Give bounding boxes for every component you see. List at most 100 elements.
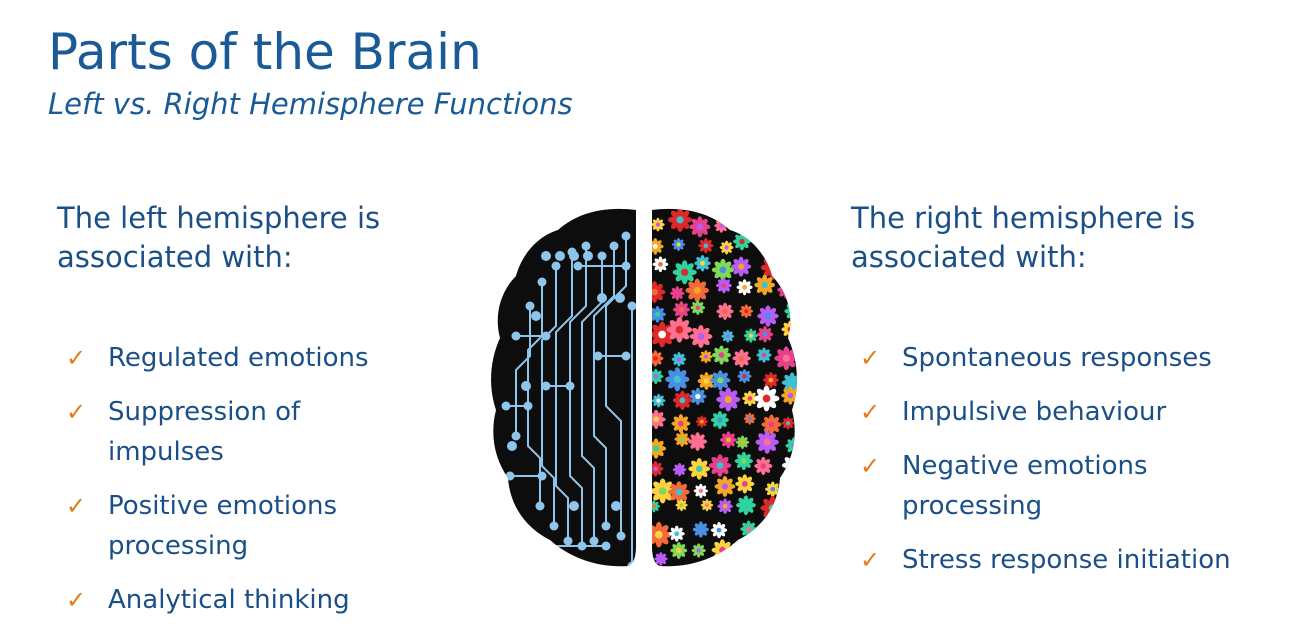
flower-icon (652, 393, 666, 408)
circuit-pattern (501, 231, 636, 567)
flower-icon (699, 350, 713, 364)
flower-icon (671, 237, 686, 252)
circuit-node (597, 251, 607, 261)
flower-icon (719, 431, 737, 449)
circuit-node (549, 521, 559, 531)
list-item-label: Suppression of impulses (108, 397, 301, 467)
circuit-node (565, 381, 575, 391)
brain-illustration-icon (491, 208, 797, 567)
circuit-node (581, 241, 591, 251)
checkmark-icon: ✓ (860, 452, 881, 480)
flower-icon (777, 280, 795, 299)
circuit-node (573, 261, 583, 271)
flower-icon (691, 543, 706, 558)
circuit-trace (515, 306, 531, 436)
flower-icon (730, 256, 752, 277)
flower-icon (671, 352, 687, 367)
flower-icon (732, 349, 751, 368)
flower-icon (717, 498, 733, 514)
flower-icon (652, 461, 664, 477)
flower-icon (735, 435, 750, 450)
flower-icon (693, 483, 709, 499)
circuit-node (523, 401, 533, 411)
flower-icon (652, 368, 664, 385)
slide-title: Parts of the Brain (48, 23, 482, 81)
flower-icon (671, 414, 691, 434)
flower-icon (743, 328, 758, 343)
flower-icon (700, 498, 714, 512)
right-hemisphere-list: ✓Spontaneous responses ✓Impulsive behavi… (860, 338, 1260, 594)
circuit-node (541, 251, 551, 261)
flower-icon (670, 541, 688, 560)
flower-icon (782, 548, 797, 563)
checkmark-icon: ✓ (66, 398, 87, 426)
flower-icon (668, 481, 690, 503)
checkmark-icon: ✓ (860, 344, 881, 372)
flower-icon (774, 346, 797, 371)
flower-icon (668, 525, 685, 542)
flower-icon (754, 274, 776, 296)
flower-icon (652, 306, 666, 323)
flower-icon (742, 390, 758, 407)
flower-icon (730, 208, 756, 233)
flower-icon (652, 238, 664, 255)
flower-icon (711, 258, 735, 282)
circuit-node (593, 351, 603, 361)
flower-icon (760, 221, 775, 236)
circuit-trace (541, 266, 557, 526)
flower-icon (714, 476, 736, 497)
circuit-node (627, 561, 636, 567)
flower-icon (690, 300, 706, 315)
flower-icon (685, 278, 710, 303)
circuit-node (621, 351, 631, 361)
circuit-node (505, 471, 515, 481)
flower-icon (754, 456, 773, 476)
circuit-node (501, 401, 511, 411)
flower-icon (652, 281, 666, 303)
circuit-trace (527, 282, 543, 506)
checkmark-icon: ✓ (860, 398, 881, 426)
list-item-label: Analytical thinking (108, 585, 350, 615)
circuit-node (621, 261, 631, 271)
flower-icon (689, 387, 707, 406)
circuit-node (609, 241, 619, 251)
flower-icon (652, 500, 661, 513)
flower-icon (762, 372, 779, 389)
flower-icon (751, 543, 776, 567)
circuit-node (541, 331, 551, 341)
circuit-node (583, 251, 593, 261)
circuit-node (525, 301, 535, 311)
flower-icon (740, 520, 758, 538)
flower-icon (716, 302, 734, 321)
right-hemisphere-shape (652, 208, 797, 567)
list-item: ✓Stress response initiation (860, 540, 1260, 580)
flower-icon (672, 260, 697, 285)
flower-icon (755, 430, 779, 454)
flower-icon (773, 258, 797, 284)
flower-icon (665, 367, 690, 392)
left-hemisphere-heading: The left hemisphere is associated with: (57, 201, 381, 274)
circuit-node (569, 501, 579, 511)
list-item-label: Spontaneous responses (902, 343, 1212, 373)
circuit-node (537, 277, 547, 287)
checkmark-icon: ✓ (860, 546, 881, 574)
flower-icon (784, 214, 797, 230)
flower-icon (711, 539, 734, 561)
circuit-node (511, 431, 521, 441)
circuit-node (611, 501, 621, 511)
flower-icon (776, 498, 794, 515)
flower-icon (672, 301, 690, 319)
list-item: ✓Negative emotions processing (860, 446, 1260, 526)
list-item: ✓Regulated emotions (66, 338, 406, 378)
flower-icon (757, 305, 779, 327)
flower-icon (652, 478, 676, 504)
list-item-label: Regulated emotions (108, 343, 369, 373)
circuit-node (521, 381, 531, 391)
flower-icon (719, 240, 734, 255)
flower-icon (688, 457, 711, 480)
flower-icon (756, 326, 774, 343)
flower-icon (736, 495, 756, 516)
flower-icon (689, 325, 713, 348)
flower-icon (670, 286, 685, 301)
flower-icon (784, 236, 797, 255)
